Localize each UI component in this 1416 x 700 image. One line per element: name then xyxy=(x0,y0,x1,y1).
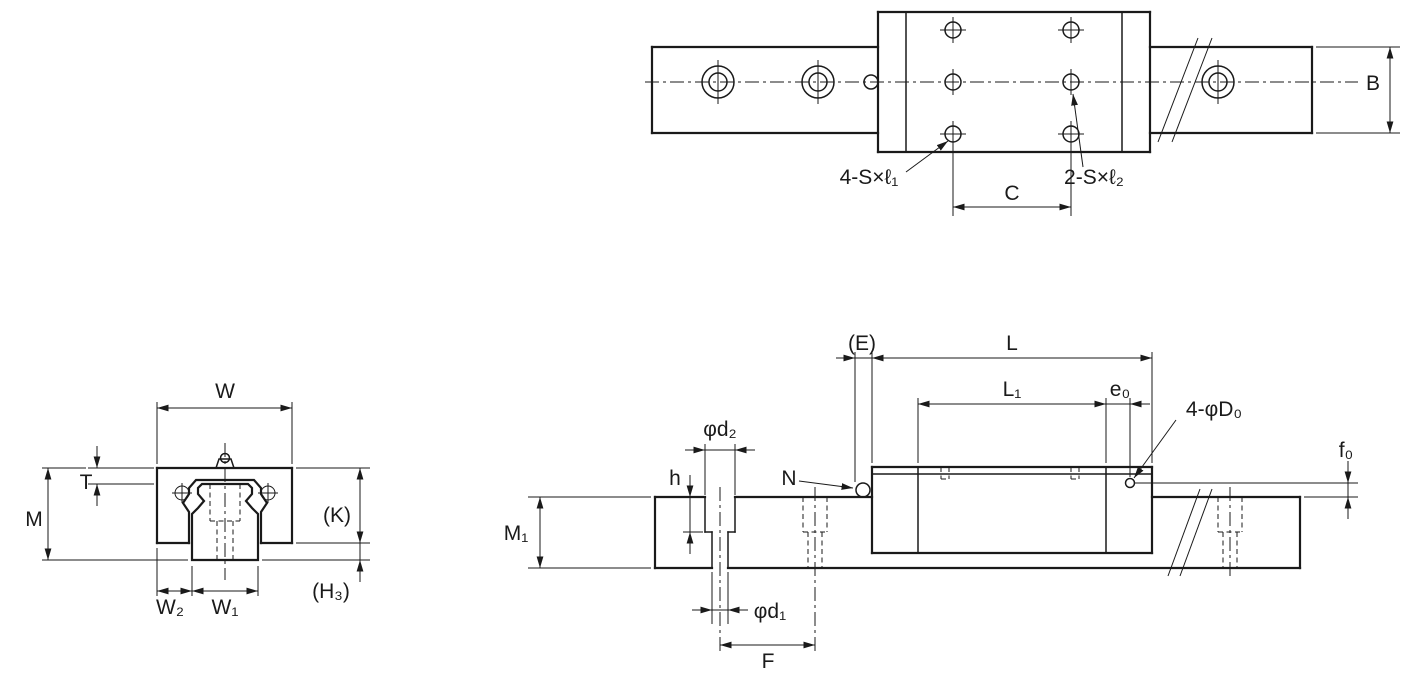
rail-side-outline xyxy=(653,495,1302,570)
raceway-ball xyxy=(172,483,192,503)
dim-label-c: C xyxy=(1004,182,1019,205)
raceway-ball xyxy=(258,483,278,503)
break-lines xyxy=(1167,488,1213,577)
dimension-k: (K) xyxy=(296,467,370,544)
rail-right-segment xyxy=(1148,37,1314,143)
grease-nipple-icon xyxy=(863,74,879,90)
tap-hole-hidden xyxy=(940,467,950,480)
dimension-h: h xyxy=(669,467,703,554)
dimension-m1: M₁ xyxy=(504,496,651,569)
carriage-block-side xyxy=(855,465,1154,555)
callout-label-4-bolts: 4-S×ℓ₁ xyxy=(840,166,899,189)
dim-label-f0: f₀ xyxy=(1339,439,1354,462)
dim-label-l: L xyxy=(1006,332,1018,355)
dim-label-d1: φd₁ xyxy=(754,600,786,623)
dim-label-m: M xyxy=(25,508,43,531)
dim-label-h3: (H₃) xyxy=(312,580,350,603)
block-section-outline xyxy=(155,466,294,545)
block-tap-hole xyxy=(940,17,966,43)
dim-label-n: N xyxy=(781,467,796,490)
dim-label-k: (K) xyxy=(323,504,351,527)
callout-label-2-bolts: 2-S×ℓ₂ xyxy=(1064,166,1124,189)
callout-d0: 4-φD₀ xyxy=(1133,398,1242,479)
dim-label-f: F xyxy=(762,650,775,673)
rail-mount-hole xyxy=(701,60,735,104)
dimension-t: T xyxy=(80,446,154,506)
block-tap-hole-center xyxy=(1062,69,1080,95)
dimension-b: B xyxy=(1316,46,1400,134)
callout-n: N xyxy=(781,467,854,490)
dimension-w: W xyxy=(156,380,293,464)
dim-label-t: T xyxy=(80,471,93,494)
block-tap-hole xyxy=(1058,121,1084,147)
grease-nipple-icon xyxy=(215,452,235,469)
dimension-c: C xyxy=(952,146,1072,216)
block-tap-hole xyxy=(940,121,966,147)
dimension-h3: (H₃) xyxy=(262,543,370,603)
dim-label-b: B xyxy=(1366,72,1380,95)
dim-label-w1: W₁ xyxy=(212,596,239,619)
block-tap-hole-center xyxy=(944,69,962,95)
dim-label-e0: e₀ xyxy=(1110,378,1130,401)
dim-label-m1: M₁ xyxy=(504,522,529,545)
dimension-d2: φd₂ xyxy=(685,418,755,495)
rail-bolt-hole-section xyxy=(704,487,736,652)
cross-section-view: W T M (K) (H₃) xyxy=(25,380,370,619)
dimension-m: M xyxy=(25,467,188,561)
rail-bolt-hole-hidden xyxy=(1217,487,1243,578)
top-plan-view: B C 4-S×ℓ₁ 2-S×ℓ₂ xyxy=(645,10,1400,216)
dim-label-w: W xyxy=(215,380,235,403)
dimension-e0: e₀ xyxy=(1106,378,1150,477)
dim-label-e: (E) xyxy=(848,332,876,355)
rail-bolt-hidden-lines xyxy=(209,484,241,560)
callout-2-bolts: 2-S×ℓ₂ xyxy=(1064,93,1124,189)
block-tap-hole xyxy=(1058,17,1084,43)
dim-label-d0: 4-φD₀ xyxy=(1186,398,1242,421)
dimension-e: (E) xyxy=(836,332,876,482)
rail-bolt-hole-hidden xyxy=(802,487,828,652)
side-view: M₁ h φd₂ φd₁ xyxy=(504,332,1358,673)
dimension-w1: W₁ xyxy=(192,566,259,619)
rail-section-profile xyxy=(190,482,260,562)
dim-label-w2: W₂ xyxy=(156,596,184,619)
dim-label-l1: L₁ xyxy=(1003,378,1022,401)
grease-nipple-icon xyxy=(855,482,871,498)
grease-hole-icon xyxy=(1124,477,1136,489)
dimension-f0: f₀ xyxy=(1135,439,1358,519)
callout-4-bolts: 4-S×ℓ₁ xyxy=(840,140,949,189)
dimension-l: L xyxy=(871,332,1153,463)
carriage-block-top xyxy=(863,10,1152,154)
dimension-d1: φd₁ xyxy=(692,572,786,624)
block-inner-profile xyxy=(181,478,269,545)
dimension-w2: W₂ xyxy=(156,548,193,619)
rail-mount-hole xyxy=(801,60,835,104)
tap-hole-hidden xyxy=(1070,467,1080,480)
rail-mount-hole xyxy=(1201,60,1235,104)
dimension-f: F xyxy=(720,641,815,673)
dimension-l1: L₁ xyxy=(917,378,1107,463)
rail-left-segment xyxy=(650,45,880,135)
dim-label-h: h xyxy=(669,467,681,490)
dim-label-d2: φd₂ xyxy=(703,418,736,441)
break-lines xyxy=(1157,37,1213,143)
